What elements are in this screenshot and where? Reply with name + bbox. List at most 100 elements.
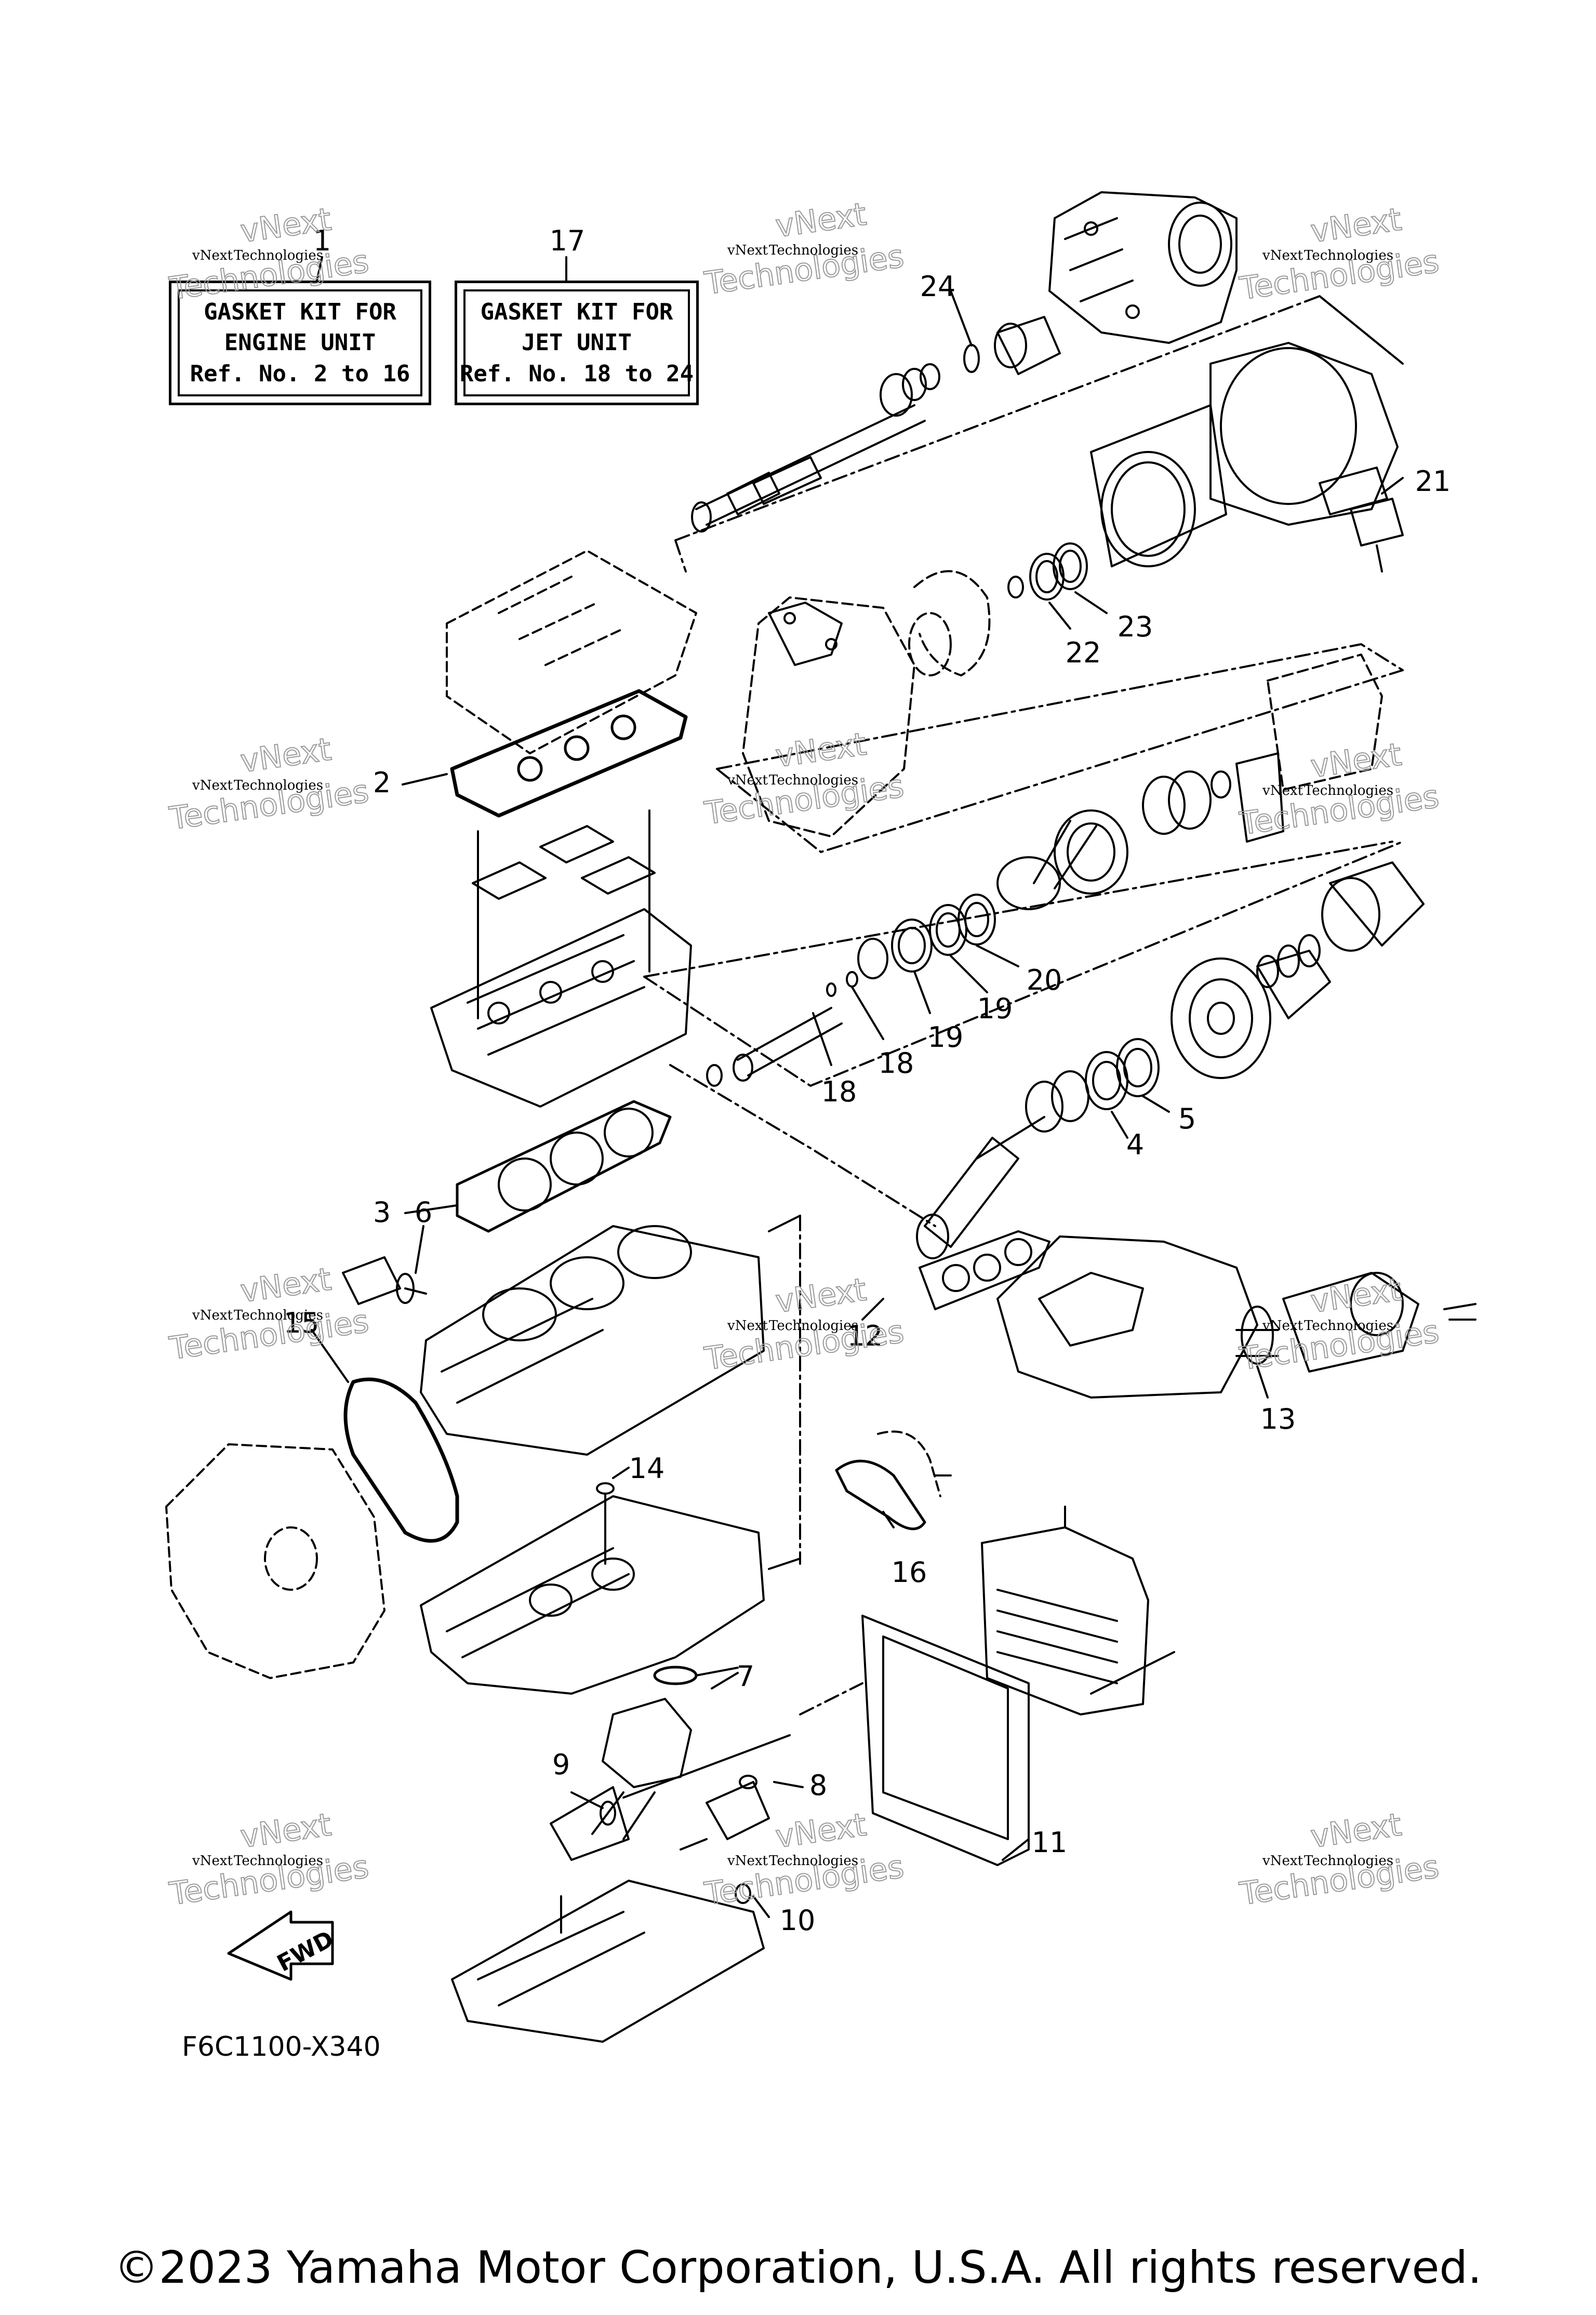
kit-engine-line1: GASKET KIT FOR [204,299,396,326]
callout-9: 9 [552,1748,570,1781]
watermark: vNext Technologies vNext Technologies [702,1806,907,1913]
cylinder-head-cover [446,550,697,754]
svg-text:vNext: vNext [192,1308,233,1323]
svg-text:Technologies: Technologies [769,1318,858,1334]
jet-pump-housing [1048,191,1238,344]
o-ring-18b [826,982,836,997]
o-ring-18a [846,971,858,988]
svg-text:vNext: vNext [1309,201,1404,250]
callout-1: 1 [313,224,331,257]
oil-pan [451,1880,765,2043]
svg-text:Technologies: Technologies [1304,783,1393,799]
gasket-21 [1319,467,1388,515]
callout-8: 8 [809,1769,827,1802]
intake-duct [1090,342,1399,567]
svg-text:Technologies: Technologies [234,778,323,793]
callout-19b: 19 [977,992,1013,1025]
kit-box-engine-inner: GASKET KIT FOR ENGINE UNIT Ref. No. 2 to… [178,289,422,396]
svg-text:vNext: vNext [1262,248,1303,263]
svg-text:vNext: vNext [1309,1806,1404,1855]
watermark: vNext Technologies vNext Technologies [1237,736,1442,843]
svg-text:vNext: vNext [238,731,334,780]
gasket-6 [396,1273,415,1304]
kit-engine-line2: ENGINE UNIT [224,329,376,356]
watermark: vNext Technologies vNext Technologies [702,725,907,832]
svg-text:Technologies: Technologies [1304,1853,1393,1869]
callout-11: 11 [1032,1826,1068,1859]
fwd-arrow-icon [227,1910,334,1981]
callout-6: 6 [415,1196,432,1229]
generator-cover [165,1443,385,1679]
drive-shaft-upper [691,344,980,533]
callout-18a: 18 [821,1075,857,1108]
svg-text:vNext: vNext [727,773,768,788]
callout-2: 2 [373,766,391,799]
gasket-8 [739,1775,757,1789]
watermark: vNext Technologies vNext Technologies [167,1806,371,1913]
svg-text:vNext: vNext [1262,1318,1303,1334]
callout-16: 16 [892,1556,927,1589]
watermark: vNext Technologies vNext Technologies [702,195,907,302]
callout-14: 14 [629,1452,665,1485]
watermark: vNext Technologies vNext Technologies [702,1271,907,1378]
callout-3: 3 [373,1196,391,1229]
gasket-7 [653,1666,698,1685]
kit-jet-line2: JET UNIT [522,329,632,356]
head-gasket-3 [456,1100,672,1233]
callout-22: 22 [1066,636,1101,669]
callout-17: 17 [550,224,586,257]
callout-24: 24 [920,270,956,303]
kit-jet-line3: Ref. No. 18 to 24 [459,360,694,387]
exhaust-manifold [996,1235,1279,1399]
svg-text:vNext: vNext [192,1853,233,1869]
svg-text:Technologies: Technologies [1304,248,1393,263]
kit-engine-line3: Ref. No. 2 to 16 [190,360,410,387]
watermark: vNext Technologies vNext Technologies [1237,1806,1442,1913]
svg-text:vNext: vNext [727,1318,768,1334]
o-ring-24 [963,344,980,373]
callout-19a: 19 [928,1021,964,1054]
watermark: vNext Technologies vNext Technologies [167,730,371,837]
seal-5 [1116,1038,1160,1097]
svg-text:vNext: vNext [192,778,233,793]
svg-text:vNext: vNext [238,1261,334,1310]
pump-assembly-right [1171,861,1425,1079]
kit-jet-line1: GASKET KIT FOR [480,299,673,326]
watermark: vNext Technologies vNext Technologies [167,201,371,308]
gasket-10 [735,1883,751,1904]
bearing-housing [996,654,1383,910]
coupling [1054,809,1128,895]
svg-text:Technologies: Technologies [769,773,858,788]
watermark: vNext Technologies vNext Technologies [1237,201,1442,308]
cylinder-head [430,908,692,1108]
gasket-12 [919,1230,1050,1310]
cylinder-block [420,1225,765,1456]
gasket-2 [450,689,688,818]
svg-text:vNext: vNext [727,1853,768,1869]
seal-19a [929,904,967,956]
watermark: vNext Technologies vNext Technologies [1237,1271,1442,1378]
drawing-code: F6C1100-X340 [182,2031,381,2063]
gasket-13 [1241,1306,1274,1365]
svg-text:Technologies: Technologies [769,243,858,258]
callout-21: 21 [1415,465,1451,498]
callout-4: 4 [1126,1128,1144,1161]
svg-text:Technologies: Technologies [234,1853,323,1869]
watermark: vNext Technologies vNext Technologies [167,1260,371,1367]
svg-text:vNext: vNext [774,1271,869,1320]
gasket-16 [835,1459,926,1531]
svg-text:Technologies: Technologies [1304,1318,1393,1334]
gasket-15 [343,1377,459,1543]
callout-10: 10 [780,1904,816,1937]
svg-text:Technologies: Technologies [234,1308,323,1323]
svg-text:vNext: vNext [1309,1271,1404,1320]
copyright-text: ©2023 Yamaha Motor Corporation, U.S.A. A… [114,2242,1482,2294]
o-ring-14 [596,1482,615,1495]
svg-text:vNext: vNext [1309,736,1404,785]
callout-5: 5 [1178,1102,1196,1135]
fwd-label: FWD [273,1925,338,1977]
kit-box-jet: GASKET KIT FOR JET UNIT Ref. No. 18 to 2… [455,281,699,405]
svg-text:vNext: vNext [192,248,233,263]
svg-text:Technologies: Technologies [769,1853,858,1869]
